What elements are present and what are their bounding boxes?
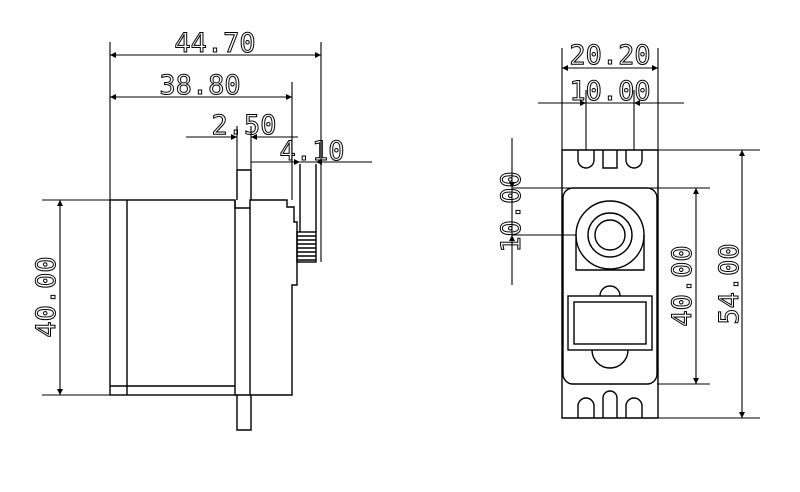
servo-case-side	[109, 199, 298, 396]
dim-overall-length: 44.70	[174, 28, 255, 59]
mounting-tab-outline	[561, 149, 659, 419]
dim-overall-height: 54.00	[714, 243, 745, 324]
top-mounting-slots	[577, 150, 643, 169]
dim-body-height-front: 40.00	[667, 245, 698, 326]
dim-width: 20.20	[569, 40, 650, 71]
dim-body-height-side: 40.00	[31, 256, 62, 337]
front-view: 20.20 10.00 10.00 40.00 54.00	[496, 40, 760, 419]
front-dimension-lines	[509, 65, 745, 418]
label-window	[567, 285, 653, 369]
dim-shaft-offset: 10.00	[496, 171, 527, 252]
bottom-mounting-slots	[577, 390, 643, 418]
side-dimension-lines	[57, 52, 340, 395]
dim-spline-height: 4.10	[279, 136, 344, 167]
dim-slot-spacing: 10.00	[569, 76, 650, 107]
side-view: 44.70 38.80 2.50 4.10 40.00	[31, 28, 372, 431]
output-shaft-front	[575, 200, 645, 271]
dim-flange-thickness: 2.50	[211, 110, 276, 141]
output-spline	[296, 164, 317, 263]
mounting-flange-side	[236, 169, 252, 431]
dim-body-length: 38.80	[159, 70, 240, 101]
side-extension-lines	[42, 42, 372, 396]
